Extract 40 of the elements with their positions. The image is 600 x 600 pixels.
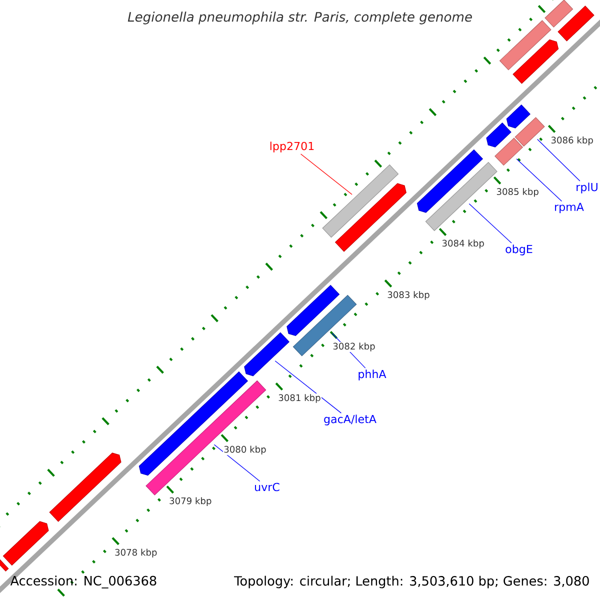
- scale-label: 3084 kbp: [441, 238, 486, 250]
- leader-line: [468, 203, 512, 244]
- gene-bar: [544, 0, 574, 28]
- scale-label: 3082 kbp: [332, 342, 376, 352]
- gene-bar: [506, 104, 530, 128]
- scale-label: 3079 kbp: [168, 496, 212, 507]
- gene-label: rplU: [576, 182, 598, 194]
- gene-bar: [558, 6, 594, 42]
- gene-bar: [49, 452, 122, 522]
- gene-bar: [292, 294, 357, 356]
- leader-line: [516, 158, 562, 202]
- gene-bar: [138, 371, 248, 476]
- accession-text: Accession: NC_006368: [10, 576, 156, 588]
- gene-bar: [2, 521, 49, 566]
- genome-info-text: Topology: circular; Length: 3,503,610 bp; Genes: 3,080: [234, 576, 589, 588]
- gene-label: obgE: [506, 244, 532, 256]
- gene-bar: [486, 122, 512, 148]
- gene-bar: [416, 149, 484, 213]
- gene-bar: [512, 39, 559, 84]
- scale-label: 3086 kbp: [550, 136, 594, 146]
- leader-line: [300, 154, 352, 195]
- scale-label: 3080 kbp: [222, 445, 268, 456]
- gene-bar: [244, 332, 290, 376]
- gene-label: lpp2701: [270, 142, 314, 152]
- leader-line: [537, 138, 580, 182]
- gene-label: rpmA: [555, 202, 584, 214]
- gene-label: uvrC: [255, 482, 280, 492]
- gene-bar: [499, 20, 552, 70]
- scale-label: 3083 kbp: [386, 290, 431, 301]
- scale-label: 3081 kbp: [277, 393, 322, 404]
- gene-label: phhA: [358, 370, 386, 380]
- gene-bar: [0, 559, 9, 572]
- gene-bar: [286, 284, 340, 336]
- leader-line: [274, 360, 342, 414]
- leader-line: [214, 444, 260, 482]
- gene-bar: [514, 117, 545, 147]
- scale-label: 3085 kbp: [496, 187, 540, 198]
- scale-label: 3078 kbp: [114, 548, 158, 558]
- gene-label: gacA/letA: [324, 414, 376, 426]
- title: Legionella pneumophila str. Paris, complete genome: [128, 12, 472, 24]
